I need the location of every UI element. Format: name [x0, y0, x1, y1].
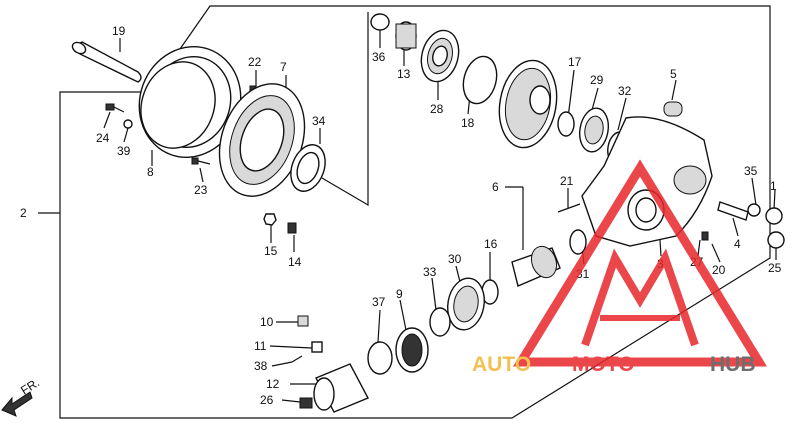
callout-21: 21 — [560, 174, 574, 188]
callout-32: 32 — [618, 84, 632, 98]
callout-26: 26 — [260, 393, 274, 407]
callout-30: 30 — [448, 252, 462, 266]
part-plate — [218, 83, 306, 197]
part-spline-gear — [367, 327, 429, 375]
callout-17: 17 — [568, 55, 582, 69]
part-stud — [557, 203, 581, 213]
callout-4: 4 — [734, 237, 741, 251]
part-lower-items — [291, 315, 369, 413]
callout-10: 10 — [260, 315, 274, 329]
callout-33: 33 — [423, 265, 437, 279]
callout-7: 7 — [280, 60, 287, 74]
watermark-text-moto: MOTO — [572, 353, 635, 376]
callout-1: 1 — [770, 179, 777, 193]
part-pinion-bearings — [429, 277, 499, 337]
callout-18: 18 — [461, 116, 475, 130]
callout-34: 34 — [312, 114, 326, 128]
callout-39: 39 — [117, 144, 131, 158]
watermark-text-hub: HUB — [710, 353, 756, 376]
callout-8: 8 — [147, 165, 154, 179]
callout-16: 16 — [484, 237, 498, 251]
callout-11: 11 — [254, 339, 267, 353]
leader-lines — [103, 30, 777, 403]
part-ring-gear — [498, 59, 558, 149]
callout-12: 12 — [266, 377, 280, 391]
callout-5: 5 — [670, 67, 677, 81]
part-cap — [663, 101, 683, 117]
section-line-upper — [321, 12, 369, 207]
part-drum — [138, 45, 242, 159]
callout-25: 25 — [768, 261, 782, 275]
callout-37: 37 — [372, 295, 386, 309]
callout-35: 35 — [744, 164, 758, 178]
callout-23: 23 — [194, 183, 208, 197]
front-indicator: FR. — [1, 375, 42, 417]
callout-13: 13 — [397, 67, 411, 81]
callout-9: 9 — [396, 287, 403, 301]
callout-28: 28 — [430, 102, 444, 116]
part-pinion — [511, 229, 587, 287]
callout-22: 22 — [248, 55, 262, 69]
callout-2: 2 — [20, 206, 27, 220]
callout-15: 15 — [264, 244, 278, 258]
part-seal — [290, 144, 326, 192]
part-upper-bearings — [370, 13, 498, 105]
callout-24: 24 — [96, 131, 110, 145]
callout-38: 38 — [254, 359, 268, 373]
callout-19: 19 — [112, 24, 126, 38]
watermark: AUTO MOTO HUB — [472, 159, 768, 376]
watermark-text-auto: AUTO — [472, 353, 531, 376]
callout-29: 29 — [590, 73, 604, 87]
callout-36: 36 — [372, 50, 386, 64]
callout-14: 14 — [288, 255, 302, 269]
part-nut-bolt — [263, 213, 297, 234]
callout-6: 6 — [492, 180, 499, 194]
part-pin — [71, 41, 142, 83]
callout-20: 20 — [712, 263, 726, 277]
front-label: FR. — [18, 375, 42, 397]
part-right-side — [701, 201, 785, 249]
watermark-logo — [512, 159, 768, 367]
